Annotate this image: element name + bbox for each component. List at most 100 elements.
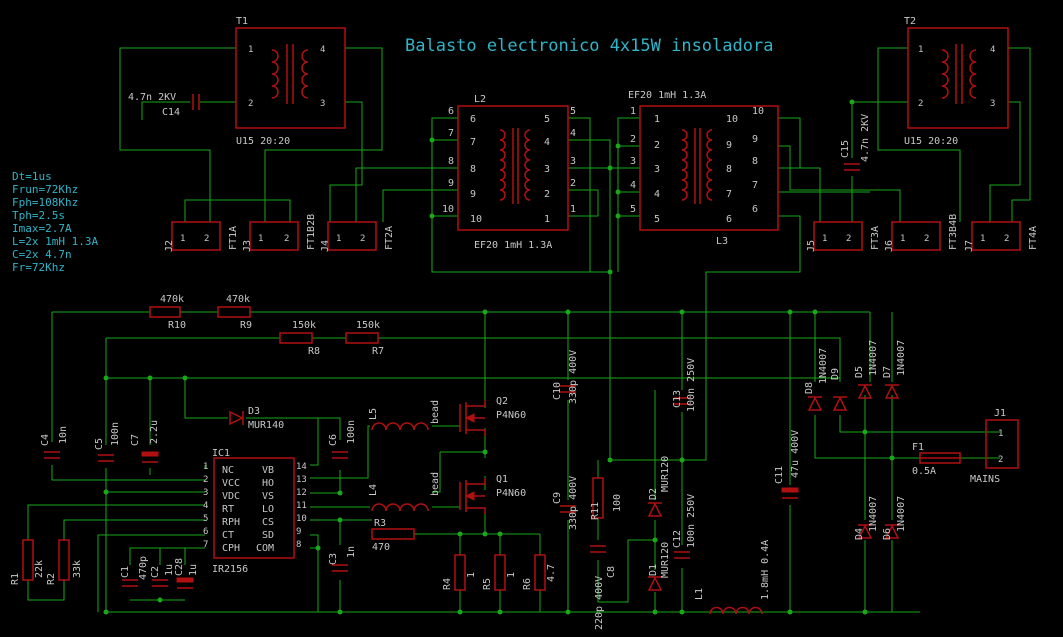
capacitor-c12: C12 100n 250V [672, 494, 697, 559]
pin-label: 2 [654, 140, 660, 151]
j2-name: J2 [164, 240, 175, 252]
r11-value: 100 [612, 494, 623, 512]
pin-label: 1 [822, 234, 827, 244]
c14-name: C14 [162, 107, 180, 118]
pin-label: 1 [336, 234, 341, 244]
schematic-title: Balasto electronico 4x15W insoladora [405, 36, 773, 56]
pin-label: 6 [448, 106, 454, 117]
r1-name: R1 [10, 573, 21, 585]
r7-name: R7 [372, 346, 384, 357]
pin-label: 6 [470, 114, 476, 125]
note-line: Dt=1us [12, 170, 52, 183]
diode-d5: D5 1N4007 [854, 340, 879, 399]
t2-name: T2 [904, 16, 916, 27]
capacitor-c15: C15 4.7n 2KV [840, 114, 871, 171]
pin-label: 1 [654, 114, 660, 125]
pin-number: 12 [296, 488, 307, 498]
r2-value: 33k [72, 560, 83, 578]
pin-name: NC [222, 465, 234, 476]
connector-j3: 1 2 J3 FT1B2B [242, 214, 317, 252]
d6-value: 1N4007 [896, 496, 907, 532]
note-line: Tph=2.5s [12, 209, 65, 222]
diode-d6: D6 1N4007 [882, 496, 907, 540]
capacitor-c3: C3 1n [328, 546, 357, 572]
j3-name: J3 [242, 240, 253, 252]
resistor-r1: R1 22k [10, 539, 45, 585]
d5-value: 1N4007 [868, 340, 879, 376]
connector-j4: 1 2 J4 FT2A [320, 221, 395, 252]
pin-label: 2 [924, 234, 929, 244]
resistor-r5: R5 1 [482, 554, 517, 591]
r4-name: R4 [442, 578, 453, 590]
pin-label: 1 [918, 45, 923, 55]
f1-name: F1 [912, 442, 924, 453]
pin-label: 4 [630, 180, 636, 191]
pin-label: 2 [544, 189, 550, 200]
capacitor-c14: 4.7n 2KV C14 [128, 92, 200, 118]
c6-value: 100n [346, 420, 357, 444]
capacitor-c9: C9 330p 400V [552, 476, 579, 530]
inductor-l3: EF20 1mH 1.3A L3 1 2 3 4 5 10 9 8 7 6 1 … [628, 90, 779, 247]
pin-label: 1 [980, 234, 985, 244]
c7-value: 2.2u [149, 420, 160, 444]
r5-value: 1 [506, 572, 517, 578]
pin-label: 7 [470, 137, 476, 148]
pin-label: 7 [752, 180, 758, 191]
note-line: C=2x 4.7n [12, 248, 72, 261]
d2-name: D2 [648, 488, 659, 500]
diode-d7: D7 1N4007 [882, 340, 907, 399]
pin-number: 8 [296, 540, 301, 550]
pin-label: 9 [448, 178, 454, 189]
c5-name: C5 [94, 438, 105, 450]
capacitor-c7: C7 2.2u [130, 420, 160, 463]
c9-name: C9 [552, 492, 563, 504]
fuse-f1: F1 0.5A [912, 442, 961, 477]
pin-label: 8 [470, 164, 476, 175]
d9-name: D9 [830, 368, 841, 380]
pin-label: 8 [726, 164, 732, 175]
pin-label: 9 [752, 134, 758, 145]
pin-label: 5 [544, 114, 550, 125]
l4-name: L4 [368, 484, 379, 496]
diode-d2: D2 MUR120 [647, 456, 671, 517]
c10-name: C10 [552, 382, 563, 400]
r8-name: R8 [308, 346, 320, 357]
l4-value: bead [430, 472, 441, 496]
pin-label: 2 [998, 455, 1003, 465]
j4-label: FT2A [384, 226, 395, 250]
pin-label: 1 [180, 234, 185, 244]
q1-value: P4N60 [496, 488, 526, 499]
c2-value: 1u [164, 564, 175, 576]
pin-label: 5 [570, 106, 576, 117]
pin-label: 3 [320, 99, 325, 109]
l3-name: L3 [716, 236, 728, 247]
mosfet-q1: Q1 P4N60 [459, 474, 526, 514]
pin-number: 14 [296, 462, 307, 472]
c8-value: 220p 400V [594, 576, 605, 630]
c12-name: C12 [672, 530, 683, 548]
resistor-r10: 470k R10 [149, 294, 186, 331]
pin-label: 2 [360, 234, 365, 244]
d3-name: D3 [248, 406, 260, 417]
diode-d8: D8 1N4007 [804, 348, 829, 411]
c1-name: C1 [120, 566, 131, 578]
resistor-r8: 150k R8 [279, 320, 320, 357]
c2-name: C2 [150, 566, 161, 578]
inductor-l1: L1 1.8mH 0.4A [694, 540, 771, 615]
j5-name: J5 [806, 240, 817, 252]
c5-value: 100n [110, 422, 121, 446]
c4-name: C4 [40, 434, 51, 446]
pin-label: 6 [752, 204, 758, 215]
ic-part: IR2156 [212, 564, 248, 575]
resistor-r2: R2 33k [46, 539, 83, 585]
c8-name: C8 [606, 566, 617, 578]
t2-value: U15 20:20 [904, 136, 958, 147]
d4-name: D4 [854, 528, 865, 540]
d4-value: 1N4007 [868, 496, 879, 532]
resistor-r9: 470k R9 [217, 294, 252, 331]
design-notes: Dt=1us Frun=72Khz Fph=108Khz Tph=2.5s Im… [12, 170, 98, 274]
pin-label: 1 [258, 234, 263, 244]
c14-value: 4.7n 2KV [128, 92, 176, 103]
c15-value: 4.7n 2KV [860, 114, 871, 162]
